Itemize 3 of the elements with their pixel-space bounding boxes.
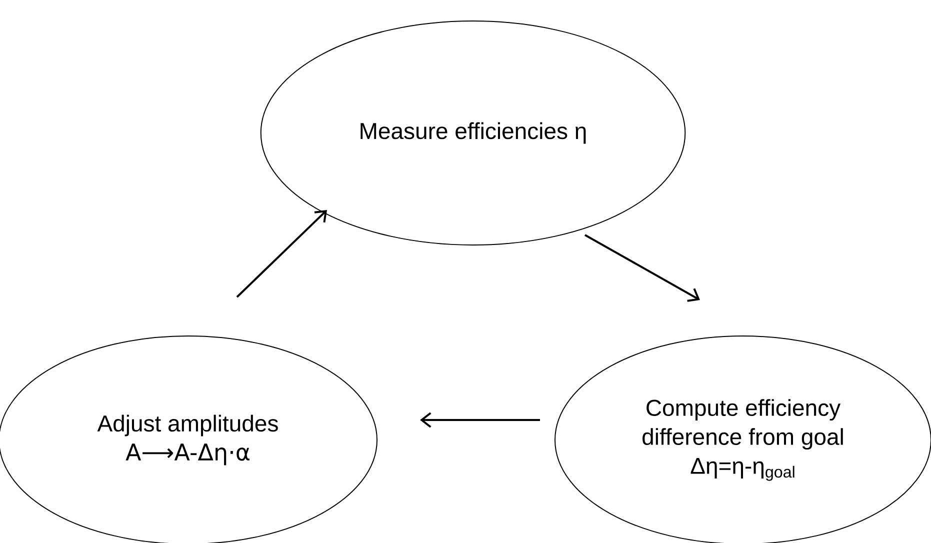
arrow [236,210,328,298]
arrow [584,234,700,302]
arrow [420,412,540,428]
